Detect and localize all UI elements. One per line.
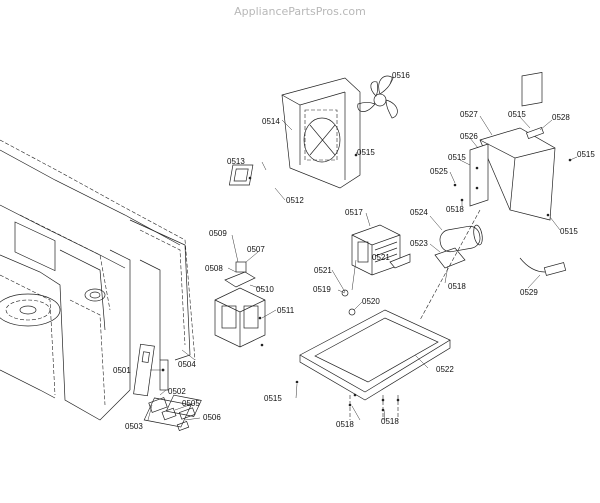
magnetron — [351, 224, 411, 276]
callout-0514: 0514 — [262, 117, 280, 126]
callout-0517: 0517 — [345, 208, 363, 217]
callout-0509: 0509 — [209, 229, 227, 238]
callout-0513: 0513 — [227, 157, 245, 166]
callout-0520: 0520 — [362, 297, 380, 306]
callout-0515-repeat: 0515 — [264, 394, 282, 403]
callout-0525: 0525 — [430, 167, 448, 176]
callout-0519: 0519 — [313, 285, 331, 294]
callout-0515-repeat: 0515 — [560, 227, 578, 236]
callout-0522: 0522 — [436, 365, 454, 374]
leader-lines — [147, 77, 578, 421]
callout-0521-repeat: 0521 — [372, 253, 390, 262]
callout-0521: 0521 — [314, 266, 332, 275]
callout-labels: 0501 0502 0503 0504 0505 0506 0507 0508 … — [113, 71, 570, 431]
callout-0507: 0507 — [247, 245, 265, 254]
callout-0518-repeat: 0518 — [336, 420, 354, 429]
callout-0515-repeat: 0515 — [577, 150, 595, 159]
callout-0503: 0503 — [125, 422, 143, 431]
fan-shroud-assembly — [228, 75, 398, 189]
callout-0515-repeat: 0515 — [508, 110, 526, 119]
thermal-fuse-wire — [519, 257, 567, 276]
callout-0505: 0505 — [182, 399, 200, 408]
repeated-callouts: 0515 0515 0515 0515 0515 0518 0518 0518 … — [264, 110, 595, 429]
callout-0516: 0516 — [392, 71, 410, 80]
callout-0518-repeat: 0518 — [381, 417, 399, 426]
cavity-housing — [0, 139, 196, 421]
callout-0506: 0506 — [203, 413, 221, 422]
callout-0510: 0510 — [256, 285, 274, 294]
callout-0528: 0528 — [552, 113, 570, 122]
callout-0518-repeat: 0518 — [448, 282, 466, 291]
callout-0515: 0515 — [357, 148, 375, 157]
callout-0524: 0524 — [410, 208, 428, 217]
hv-capacitor — [434, 224, 483, 269]
callout-0502: 0502 — [168, 387, 186, 396]
callout-0523: 0523 — [410, 239, 428, 248]
high-voltage-transformer — [214, 261, 266, 348]
callout-0504: 0504 — [178, 360, 196, 369]
callout-0527: 0527 — [460, 110, 478, 119]
callout-0526: 0526 — [460, 132, 478, 141]
control-bracket — [419, 72, 572, 321]
callout-0511: 0511 — [277, 306, 295, 315]
door-switch-assembly — [133, 343, 196, 431]
callout-0508: 0508 — [205, 264, 223, 273]
callout-0501: 0501 — [113, 366, 131, 375]
callout-0512: 0512 — [286, 196, 304, 205]
callout-0518: 0518 — [446, 205, 464, 214]
watermark-text: AppliancePartsPros.com — [234, 5, 366, 18]
callout-0529: 0529 — [520, 288, 538, 297]
base-plate — [143, 289, 451, 428]
callout-0515-repeat: 0515 — [448, 153, 466, 162]
